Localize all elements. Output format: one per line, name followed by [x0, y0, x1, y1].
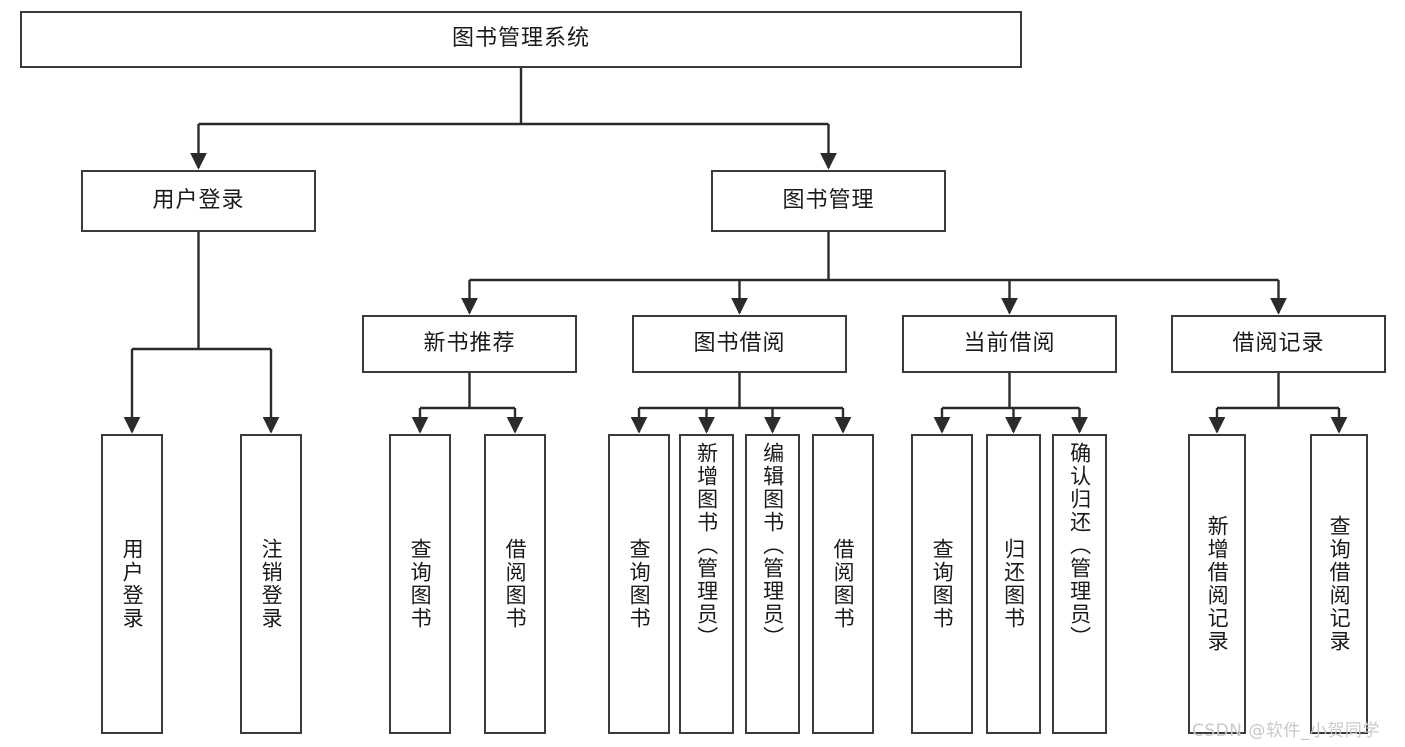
node-leaf-user-login-label: 用户登录 [120, 538, 145, 630]
node-leaf-query-book-3[interactable]: 查询图书 [911, 434, 973, 734]
node-book-borrow[interactable]: 图书借阅 [632, 315, 847, 373]
node-book-manage-label: 图书管理 [782, 187, 875, 213]
node-leaf-query-book-1-label: 查询图书 [408, 538, 433, 630]
node-leaf-add-borrow-record-label: 新增借阅记录 [1205, 515, 1230, 653]
node-current-borrow[interactable]: 当前借阅 [902, 315, 1117, 373]
node-new-book-recommend[interactable]: 新书推荐 [362, 315, 577, 373]
node-leaf-return-book-label: 归还图书 [1001, 538, 1026, 630]
node-leaf-query-borrow-record[interactable]: 查询借阅记录 [1310, 434, 1368, 734]
node-leaf-confirm-return-admin-label: 确认归还（管理员） [1067, 442, 1092, 649]
node-user-login-label: 用户登录 [152, 187, 245, 213]
csdn-watermark: CSDN @软件_小贺同学 [1192, 721, 1380, 741]
node-leaf-borrow-book-2[interactable]: 借阅图书 [812, 434, 874, 734]
node-leaf-return-book[interactable]: 归还图书 [986, 434, 1041, 734]
node-leaf-add-borrow-record[interactable]: 新增借阅记录 [1188, 434, 1246, 734]
node-borrow-record[interactable]: 借阅记录 [1171, 315, 1386, 373]
node-current-borrow-label: 当前借阅 [963, 330, 1056, 356]
node-root[interactable]: 图书管理系统 [20, 11, 1022, 68]
node-leaf-borrow-book-1[interactable]: 借阅图书 [484, 434, 546, 734]
node-user-login[interactable]: 用户登录 [81, 170, 316, 232]
node-borrow-record-label: 借阅记录 [1232, 330, 1325, 356]
node-leaf-edit-book-admin[interactable]: 编辑图书（管理员） [745, 434, 800, 734]
node-leaf-borrow-book-2-label: 借阅图书 [831, 538, 856, 630]
node-leaf-add-book-admin-label: 新增图书（管理员） [694, 442, 719, 649]
node-leaf-query-book-3-label: 查询图书 [930, 538, 955, 630]
node-leaf-borrow-book-1-label: 借阅图书 [503, 538, 528, 630]
node-leaf-query-book-1[interactable]: 查询图书 [389, 434, 451, 734]
node-leaf-logout-login[interactable]: 注销登录 [240, 434, 302, 734]
node-leaf-query-book-2-label: 查询图书 [627, 538, 652, 630]
node-leaf-edit-book-admin-label: 编辑图书（管理员） [760, 442, 785, 649]
node-book-borrow-label: 图书借阅 [693, 330, 786, 356]
node-new-book-recommend-label: 新书推荐 [423, 330, 516, 356]
node-leaf-user-login[interactable]: 用户登录 [101, 434, 163, 734]
node-leaf-query-book-2[interactable]: 查询图书 [608, 434, 670, 734]
node-root-label: 图书管理系统 [451, 26, 590, 52]
node-book-manage[interactable]: 图书管理 [711, 170, 946, 232]
node-leaf-add-book-admin[interactable]: 新增图书（管理员） [679, 434, 734, 734]
node-leaf-confirm-return-admin[interactable]: 确认归还（管理员） [1052, 434, 1107, 734]
node-leaf-query-borrow-record-label: 查询借阅记录 [1327, 515, 1352, 653]
node-leaf-logout-login-label: 注销登录 [259, 538, 284, 630]
